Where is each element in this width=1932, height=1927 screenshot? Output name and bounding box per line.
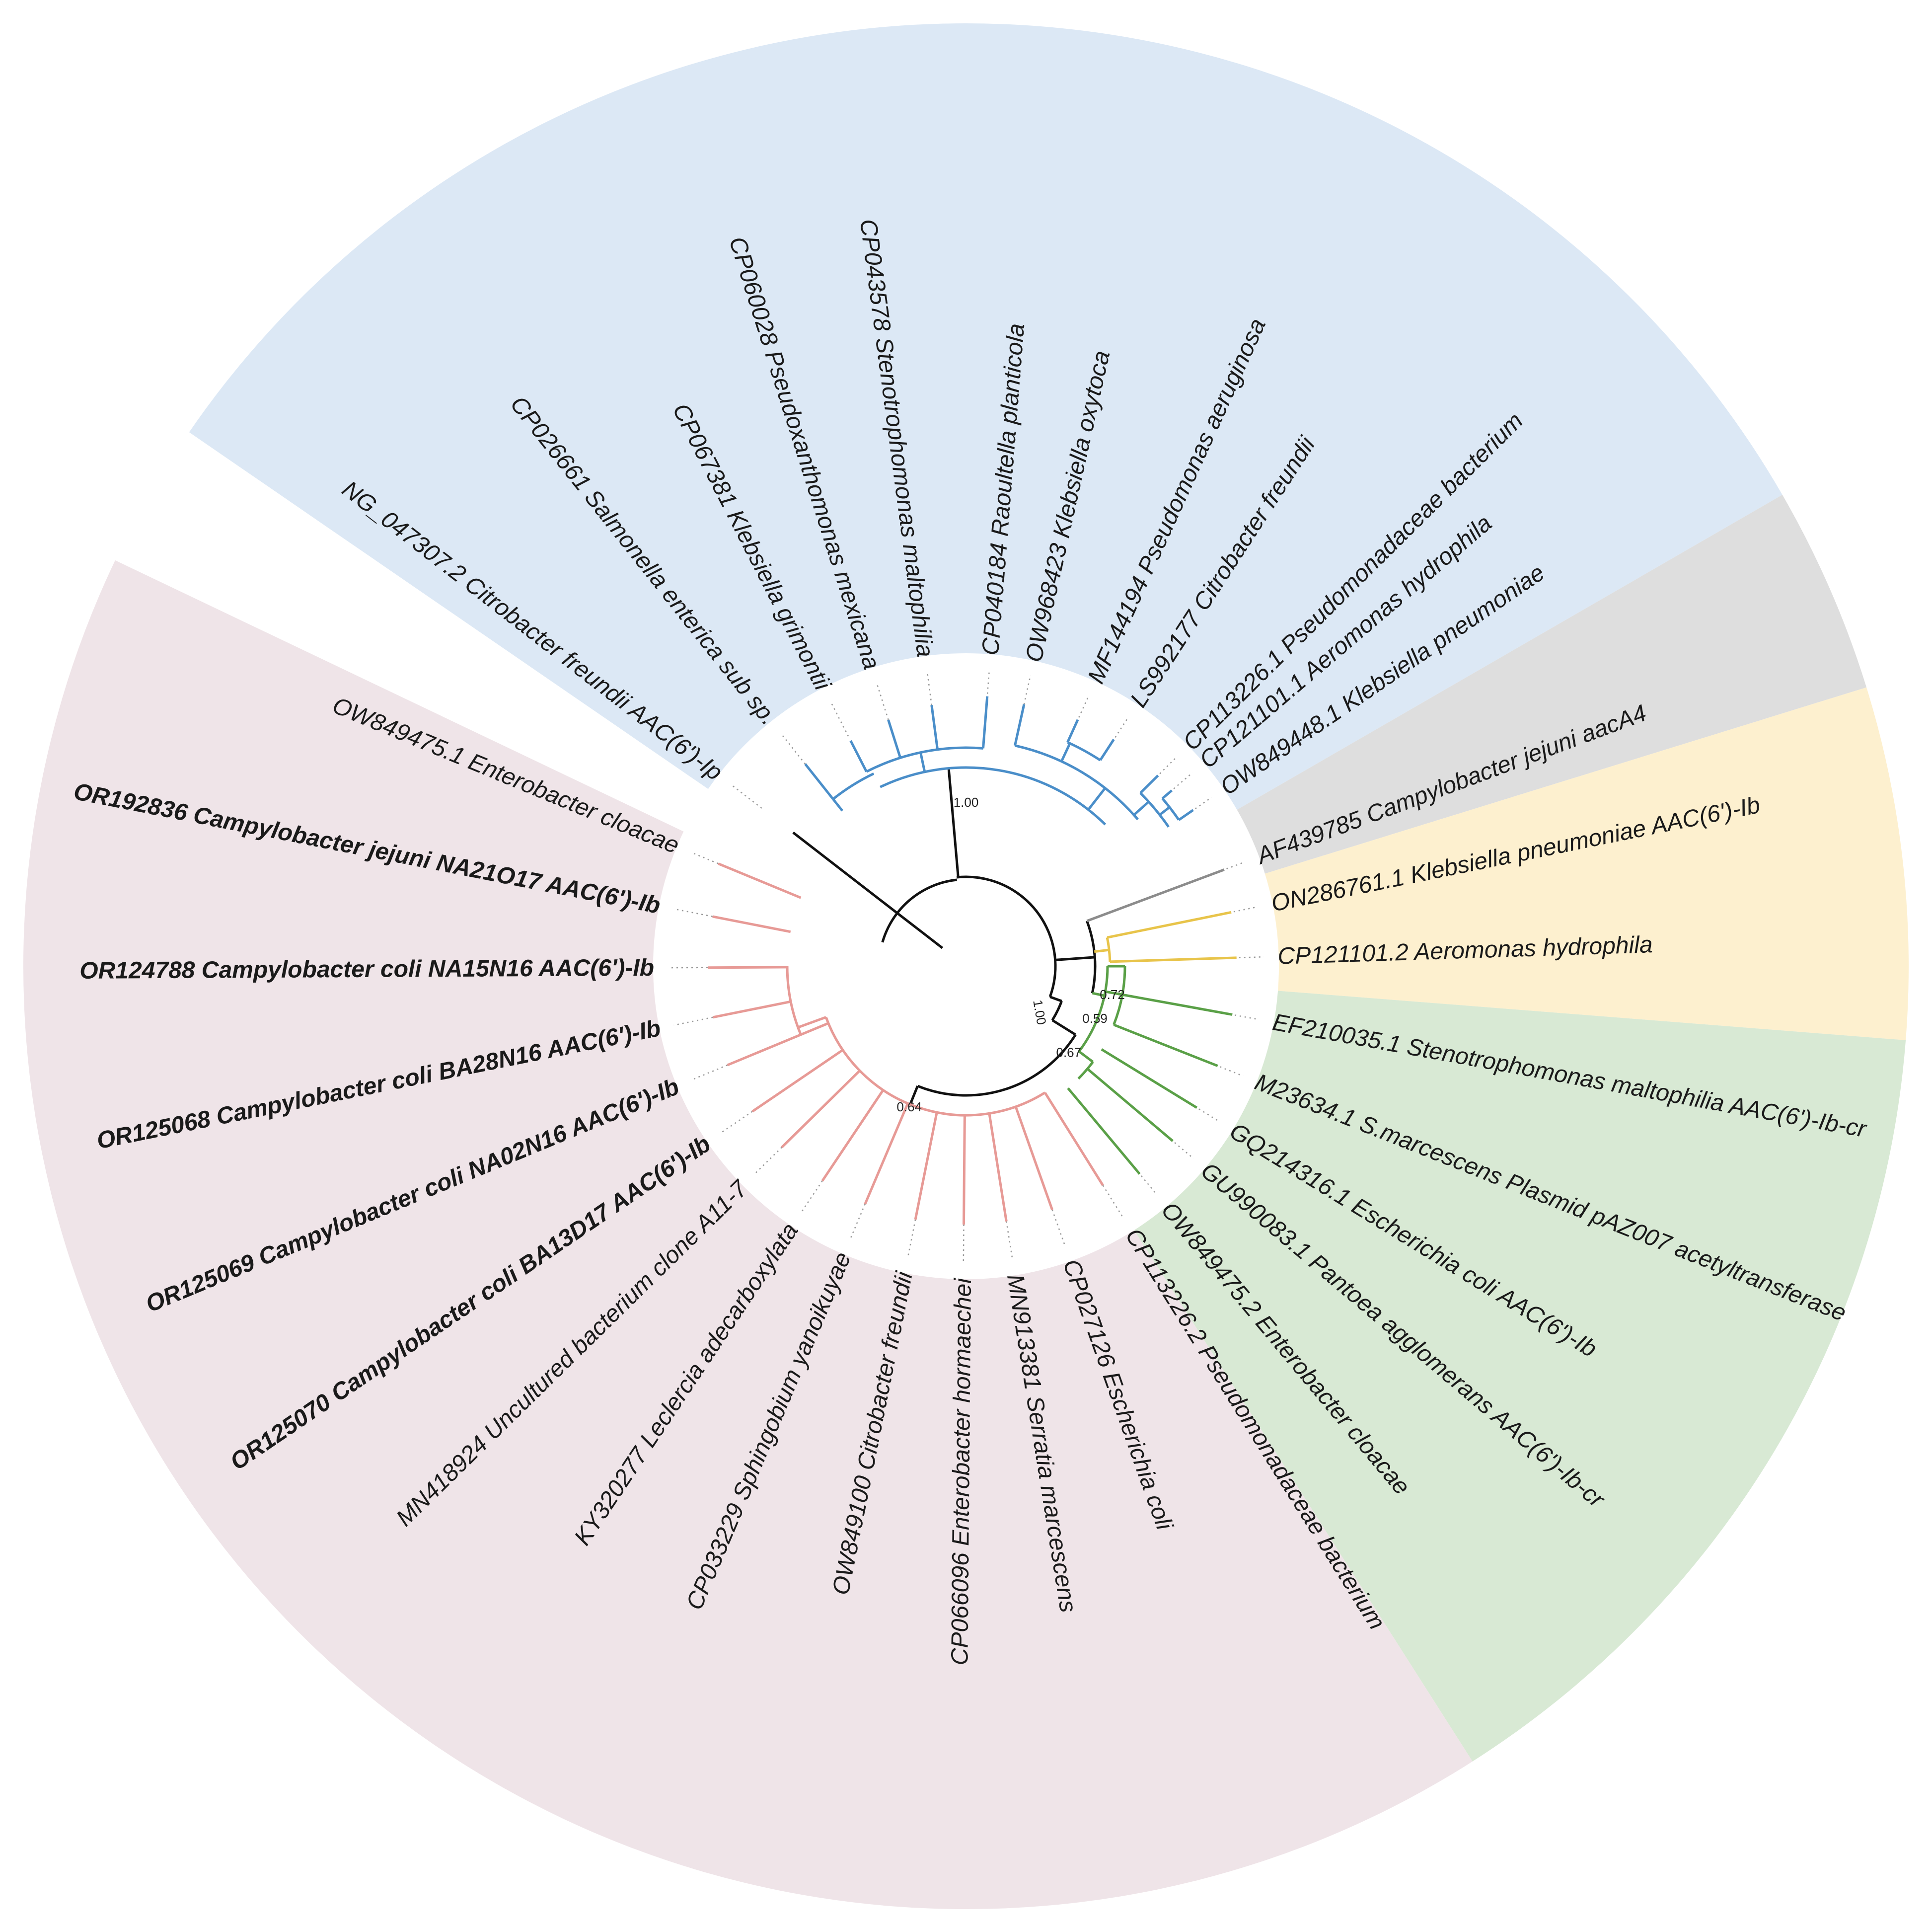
tree-branches xyxy=(707,696,1237,1225)
tree-branch xyxy=(832,798,843,812)
leaf-leader xyxy=(1224,956,1264,959)
tree-branch xyxy=(1139,792,1170,828)
tree-branch xyxy=(821,1089,885,1182)
tree-branch xyxy=(1067,1087,1141,1175)
tree-branch xyxy=(1060,743,1071,762)
leaf-leader xyxy=(1206,1061,1244,1077)
tree-branch xyxy=(727,1022,829,1067)
tree-branch xyxy=(917,1034,1077,1097)
tree-branch xyxy=(1159,806,1171,816)
tree-branch xyxy=(1113,966,1126,1025)
tree-branch xyxy=(1043,1092,1104,1186)
tree-branch xyxy=(1105,990,1233,1016)
support-value: 0.67 xyxy=(1056,1045,1081,1060)
tree-branch xyxy=(832,772,875,800)
tree-branch xyxy=(881,878,957,943)
tree-branch xyxy=(824,1016,1046,1117)
tree-branch xyxy=(1077,1061,1094,1080)
tree-branch xyxy=(1014,704,1026,746)
tree-branch xyxy=(1086,868,1225,923)
tree-branch xyxy=(1133,800,1150,816)
inner-white-disc xyxy=(653,653,1279,1279)
leaf-leader xyxy=(1178,797,1212,821)
tree-branch xyxy=(922,931,944,949)
leaf-leader xyxy=(907,1219,916,1259)
support-value: 0.72 xyxy=(1100,987,1125,1002)
tree-branch xyxy=(1049,996,1062,1002)
tree-branch xyxy=(1086,1068,1174,1142)
tree-branch xyxy=(982,696,989,749)
tree-branch xyxy=(786,966,802,1035)
tree-branch xyxy=(1051,1001,1063,1021)
tree-branch xyxy=(1048,960,1057,998)
tree-branch xyxy=(896,912,924,934)
leaf-leader xyxy=(1131,1164,1158,1196)
tree-branch xyxy=(1099,739,1115,761)
leaf-leader xyxy=(1163,1132,1194,1159)
tree-branch xyxy=(1078,1050,1094,1063)
tree-branch xyxy=(866,746,983,773)
tree-branch xyxy=(712,1000,791,1019)
leaf-leader-lines xyxy=(668,669,1264,1265)
support-values: 1.00 0.72 0.59 1.00 0.67 0.64 xyxy=(896,795,1124,1114)
clade-sector-blue xyxy=(189,23,1783,967)
clade-sector-pink xyxy=(23,560,1473,1910)
tree-branch xyxy=(956,875,1057,960)
tree-branch xyxy=(849,740,868,772)
tree-branch xyxy=(963,1115,966,1225)
leaf-leader xyxy=(985,669,990,709)
tree-branch xyxy=(914,1112,938,1220)
tree-branch xyxy=(1066,719,1079,743)
tree-branch xyxy=(1051,1019,1076,1036)
tree-branch xyxy=(1087,787,1107,811)
tree-branch xyxy=(880,766,1107,826)
tree-branch xyxy=(1086,921,1097,994)
tree-branch xyxy=(930,705,939,750)
leaf-leader xyxy=(800,1180,823,1215)
tree-branch xyxy=(1139,774,1159,794)
tree-branch xyxy=(1101,1048,1198,1109)
leaf-label: CP066096 Enterobacter hormaechei xyxy=(947,1277,976,1665)
tree-branch xyxy=(909,1085,919,1105)
tree-branch xyxy=(864,1103,909,1205)
tree-branch xyxy=(792,831,898,914)
tree-branch xyxy=(887,719,902,759)
tree-branch xyxy=(797,1016,826,1029)
tree-branch xyxy=(1078,966,1109,1053)
tree-branch xyxy=(1014,1106,1053,1211)
clade-background-sectors xyxy=(23,23,1909,1910)
leaf-leader xyxy=(1162,772,1193,799)
tree-branch xyxy=(1055,956,1095,961)
tree-branch xyxy=(1178,809,1194,821)
tree-branch xyxy=(919,752,926,772)
tree-branch xyxy=(1094,948,1110,953)
tree-branch xyxy=(1092,992,1105,997)
tree-branch xyxy=(718,862,802,899)
tree-branch xyxy=(707,966,788,969)
leaf-label: OR124788 Campylobacter coli NA15N16 AAC(… xyxy=(79,955,654,984)
tree-branch xyxy=(1107,911,1232,939)
tree-branch xyxy=(804,763,834,800)
tree-branch xyxy=(988,1113,1008,1222)
tree-branch xyxy=(1113,1023,1218,1067)
tree-branch xyxy=(1161,789,1173,800)
tree-branch xyxy=(781,1070,861,1149)
tree-branch xyxy=(947,768,960,877)
support-value: 1.00 xyxy=(954,795,979,810)
tree-branch xyxy=(712,915,791,933)
tree-branch xyxy=(1014,744,1139,821)
tree-branch xyxy=(1067,741,1101,762)
tree-branch xyxy=(1110,956,1237,963)
leaf-leader xyxy=(1021,675,1032,714)
support-value: 0.59 xyxy=(1082,1011,1108,1026)
leaf-leader xyxy=(673,1016,713,1026)
tree-branch xyxy=(751,1049,844,1113)
support-value: 0.64 xyxy=(896,1099,922,1114)
